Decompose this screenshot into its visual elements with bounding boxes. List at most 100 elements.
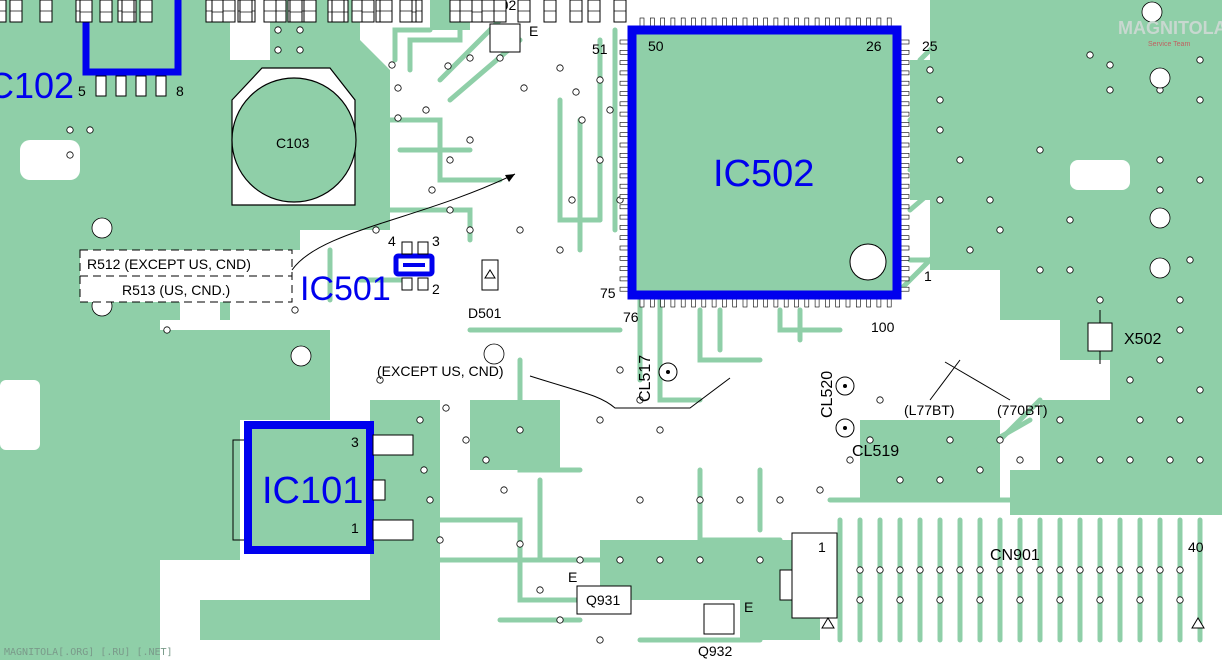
via bbox=[606, 106, 614, 114]
via bbox=[572, 88, 580, 96]
via bbox=[1176, 326, 1184, 334]
via bbox=[394, 114, 402, 122]
l77bt-note: (L77BT) bbox=[904, 402, 955, 418]
ic502-pin-100: 100 bbox=[871, 319, 895, 335]
ic502-pin-75: 75 bbox=[600, 285, 616, 301]
via bbox=[1096, 566, 1104, 574]
component-label: C611 bbox=[14, 0, 51, 4]
mounting-hole bbox=[290, 345, 312, 367]
ic101-pin-3: 3 bbox=[351, 434, 359, 450]
via bbox=[856, 566, 864, 574]
via bbox=[1016, 456, 1024, 464]
component-pad bbox=[289, 0, 303, 23]
via bbox=[1056, 596, 1064, 604]
via bbox=[616, 366, 624, 374]
via bbox=[1176, 596, 1184, 604]
via bbox=[1096, 456, 1104, 464]
via bbox=[1196, 386, 1204, 394]
component-label: C501 bbox=[264, 0, 302, 4]
q931-label: Q931 bbox=[586, 592, 620, 608]
via bbox=[896, 596, 904, 604]
q931-e: E bbox=[568, 569, 577, 585]
component-label: R515 bbox=[377, 0, 415, 4]
component-label: R522 bbox=[424, 0, 462, 4]
via bbox=[1196, 176, 1204, 184]
via bbox=[444, 62, 452, 70]
x502-label: X502 bbox=[1124, 331, 1161, 348]
ic102-pin-5: 5 bbox=[78, 83, 86, 99]
via bbox=[1036, 146, 1044, 154]
via bbox=[1126, 456, 1134, 464]
component-pad bbox=[139, 0, 153, 23]
watermark-subtitle: Service Team bbox=[1148, 41, 1190, 48]
via bbox=[516, 540, 524, 548]
r512-r513-option-box: R512 (EXCEPT US, CND) R513 (US, CND.) bbox=[79, 173, 516, 303]
r512-note: R512 (EXCEPT US, CND) bbox=[87, 256, 251, 272]
x502-crystal: X502 bbox=[1087, 310, 1161, 364]
mounting-hole bbox=[483, 343, 505, 365]
via bbox=[916, 566, 924, 574]
via bbox=[394, 84, 402, 92]
via bbox=[986, 196, 994, 204]
via bbox=[656, 556, 664, 564]
via bbox=[1196, 56, 1204, 64]
via bbox=[996, 226, 1004, 234]
component-pad bbox=[79, 0, 93, 23]
component-label: R596 bbox=[484, 0, 522, 4]
via bbox=[462, 436, 470, 444]
via bbox=[416, 416, 424, 424]
component-label: R573 bbox=[76, 0, 114, 4]
component-label: R508 bbox=[118, 0, 156, 4]
c103-capacitor: C103 bbox=[231, 67, 357, 206]
component-label: C504 bbox=[336, 0, 374, 4]
via bbox=[1116, 566, 1124, 574]
via bbox=[856, 596, 864, 604]
via bbox=[1106, 61, 1114, 69]
via bbox=[1126, 376, 1134, 384]
cn901-label: CN901 bbox=[990, 547, 1040, 564]
via bbox=[296, 46, 304, 54]
via bbox=[568, 196, 576, 204]
via bbox=[1016, 596, 1024, 604]
via bbox=[66, 126, 74, 134]
mounting-hole bbox=[1141, 1, 1163, 23]
capacitor-polarity bbox=[843, 384, 847, 388]
via bbox=[66, 151, 74, 159]
via bbox=[520, 84, 528, 92]
mounting-hole bbox=[1149, 67, 1171, 89]
component-label: R538 bbox=[522, 0, 560, 4]
via bbox=[1166, 456, 1174, 464]
via bbox=[556, 616, 564, 624]
component-label: C507 bbox=[520, 0, 558, 4]
passive-parts: R575R611R573R508R510R512R513R580R514R553… bbox=[0, 0, 899, 460]
component-label: C110 bbox=[413, 0, 450, 4]
component-label: R533 bbox=[424, 0, 462, 4]
via bbox=[576, 556, 584, 564]
via bbox=[1156, 186, 1164, 194]
via bbox=[596, 76, 604, 84]
via bbox=[636, 496, 644, 504]
via bbox=[656, 426, 664, 434]
q932-e: E bbox=[744, 599, 753, 615]
component-label: R575 bbox=[8, 0, 46, 4]
component-label: R932 bbox=[650, 0, 688, 4]
via bbox=[466, 136, 474, 144]
watermark-logo: MAGNITOLA bbox=[1118, 18, 1222, 38]
component-label: C108 bbox=[27, 0, 65, 4]
via bbox=[946, 436, 954, 444]
via bbox=[291, 306, 299, 314]
via bbox=[1066, 216, 1074, 224]
via bbox=[996, 436, 1004, 444]
via bbox=[956, 156, 964, 164]
via bbox=[996, 566, 1004, 574]
via bbox=[696, 496, 704, 504]
ic101-label: IC101 bbox=[262, 470, 363, 512]
via bbox=[1196, 456, 1204, 464]
ic502-label: IC502 bbox=[713, 153, 814, 195]
via bbox=[596, 416, 604, 424]
d501-label: D501 bbox=[468, 305, 502, 321]
via bbox=[388, 61, 396, 69]
ic102-pin-8: 8 bbox=[176, 83, 184, 99]
via bbox=[482, 456, 490, 464]
component-label: R581 bbox=[380, 0, 418, 4]
